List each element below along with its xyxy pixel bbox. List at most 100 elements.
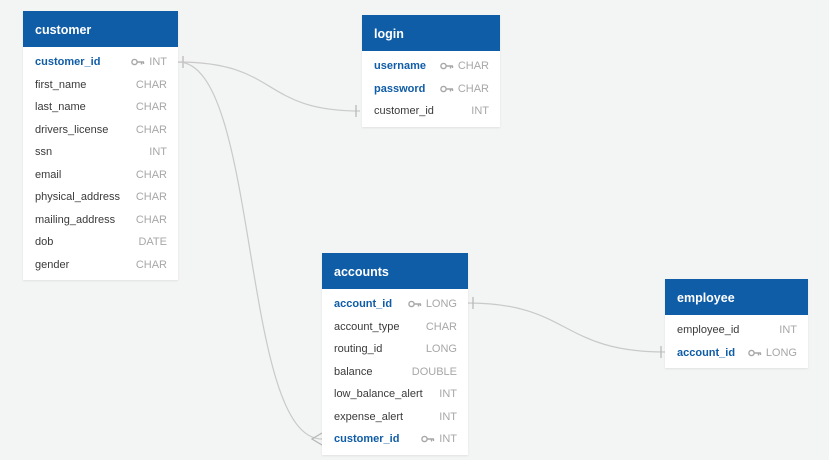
field-type-label: DATE: [138, 236, 167, 249]
field-row[interactable]: customer_id INT: [322, 428, 468, 451]
field-name: ssn: [35, 146, 53, 159]
field-row[interactable]: balance DOUBLE: [322, 361, 468, 384]
field-type-label: CHAR: [135, 168, 167, 181]
field-name: customer_id: [35, 56, 101, 69]
field-type-label: INT: [779, 324, 797, 337]
field-name: email: [35, 168, 62, 181]
field-name: gender: [35, 258, 70, 271]
field-row[interactable]: first_name CHAR: [23, 74, 178, 97]
field-type: CHAR: [136, 101, 167, 113]
field-row[interactable]: physical_address CHAR: [23, 186, 178, 209]
field-row[interactable]: mailing_address CHAR: [23, 209, 178, 232]
field-type: CHAR: [136, 191, 167, 203]
field-name: dob: [35, 236, 54, 249]
field-type: INT: [439, 388, 457, 400]
field-name: customer_id: [334, 433, 400, 446]
field-row[interactable]: account_id LONG: [322, 293, 468, 316]
field-row[interactable]: employee_id INT: [665, 319, 808, 342]
field-type: INT: [131, 56, 167, 68]
field-name: mailing_address: [35, 213, 116, 226]
field-row[interactable]: drivers_license CHAR: [23, 119, 178, 142]
field-type-label: CHAR: [135, 213, 167, 226]
key-icon: [440, 85, 454, 93]
field-type: CHAR: [136, 169, 167, 181]
field-type-label: LONG: [425, 298, 457, 311]
field-row[interactable]: low_balance_alert INT: [322, 383, 468, 406]
field-type: LONG: [748, 347, 797, 359]
field-name: account_id: [677, 346, 736, 359]
rel-marker-many: [310, 432, 323, 446]
field-type-label: LONG: [765, 346, 797, 359]
field-type-label: CHAR: [425, 320, 457, 333]
field-row[interactable]: account_id LONG: [665, 342, 808, 365]
field-row[interactable]: password CHAR: [362, 78, 500, 101]
rel-accounts-employee: [467, 302, 666, 353]
key-icon: [440, 62, 454, 70]
field-list: employee_id INT account_id LONG: [665, 315, 808, 368]
field-type: INT: [421, 433, 457, 445]
table-title: employee: [665, 279, 808, 315]
field-name: username: [374, 60, 426, 73]
field-type: CHAR: [440, 83, 489, 95]
field-row[interactable]: username CHAR: [362, 55, 500, 78]
field-name: drivers_license: [35, 123, 109, 136]
field-row[interactable]: dob DATE: [23, 231, 178, 254]
rel-customer-accounts: [177, 61, 323, 440]
field-name: expense_alert: [334, 410, 404, 423]
field-type: DATE: [138, 236, 167, 248]
field-type-label: INT: [439, 388, 457, 401]
field-name: low_balance_alert: [334, 388, 423, 401]
field-type-label: INT: [439, 410, 457, 423]
field-type: DOUBLE: [412, 366, 457, 378]
table-title: accounts: [322, 253, 468, 289]
field-name: account_id: [334, 298, 393, 311]
field-type: CHAR: [136, 124, 167, 136]
field-name: balance: [334, 365, 373, 378]
field-row[interactable]: expense_alert INT: [322, 406, 468, 429]
key-icon: [131, 58, 145, 66]
field-row[interactable]: account_type CHAR: [322, 316, 468, 339]
field-type: LONG: [426, 343, 457, 355]
field-type-label: INT: [149, 146, 167, 159]
field-type: LONG: [408, 298, 457, 310]
field-type-label: CHAR: [135, 101, 167, 114]
field-name: last_name: [35, 101, 86, 114]
field-type: INT: [149, 146, 167, 158]
field-type: CHAR: [426, 321, 457, 333]
field-type-label: CHAR: [457, 60, 489, 73]
key-icon: [748, 349, 762, 357]
field-type-label: INT: [149, 56, 167, 69]
field-name: account_type: [334, 320, 400, 333]
field-type-label: CHAR: [457, 82, 489, 95]
field-name: password: [374, 82, 426, 95]
field-type: CHAR: [440, 60, 489, 72]
field-type: INT: [471, 105, 489, 117]
field-type-label: INT: [439, 433, 457, 446]
field-row[interactable]: customer_id INT: [362, 100, 500, 123]
table-title: customer: [23, 11, 178, 47]
field-type-label: DOUBLE: [411, 365, 457, 378]
field-row[interactable]: last_name CHAR: [23, 96, 178, 119]
field-row[interactable]: gender CHAR: [23, 254, 178, 277]
field-name: employee_id: [677, 324, 740, 337]
field-type-label: CHAR: [135, 78, 167, 91]
key-icon: [421, 435, 435, 443]
table-employee[interactable]: employee employee_id INT account_id LONG: [665, 279, 808, 368]
field-type: CHAR: [136, 214, 167, 226]
field-name: customer_id: [374, 105, 434, 118]
field-name: first_name: [35, 78, 87, 91]
field-row[interactable]: email CHAR: [23, 164, 178, 187]
field-row[interactable]: ssn INT: [23, 141, 178, 164]
field-name: physical_address: [35, 191, 120, 204]
field-type: INT: [439, 411, 457, 423]
table-title: login: [362, 15, 500, 51]
field-row[interactable]: customer_id INT: [23, 51, 178, 74]
field-type-label: CHAR: [135, 258, 167, 271]
